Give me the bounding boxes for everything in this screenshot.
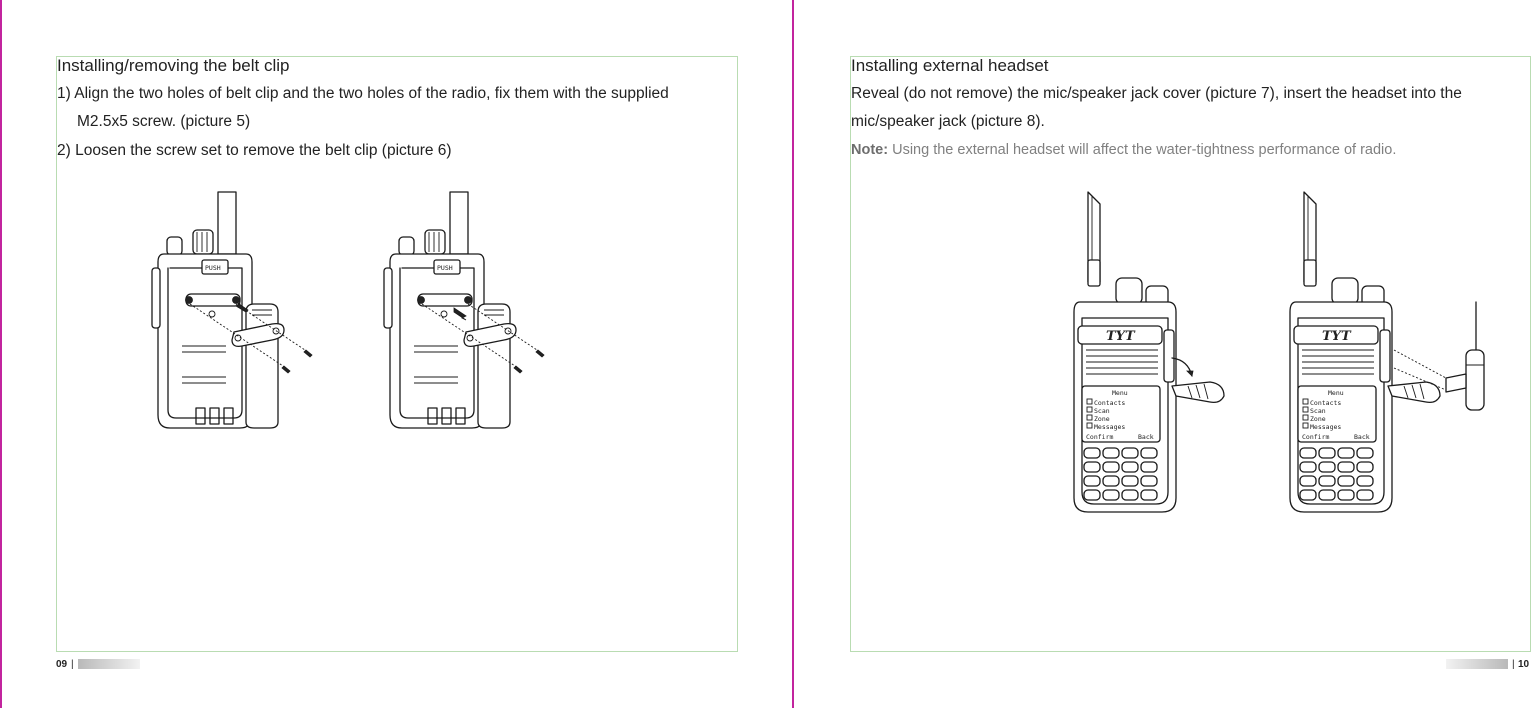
headset-para-line1: Reveal (do not remove) the mic/speaker j… bbox=[851, 85, 1462, 102]
center-page-edge bbox=[792, 0, 794, 708]
headset-heading: Installing external headset bbox=[851, 56, 1049, 75]
belt-clip-step1-line1: 1) Align the two holes of belt clip and … bbox=[57, 85, 669, 102]
svg-text:Messages: Messages bbox=[1310, 423, 1341, 431]
radio-logo: TYT bbox=[1106, 329, 1136, 344]
picture-6-illustration: PUSH bbox=[383, 191, 545, 429]
headset-note: Note: Using the external headset will af… bbox=[851, 142, 1396, 158]
picture-8-illustration: TYT Menu Contacts Scan Zone Messages Con… bbox=[1289, 191, 1485, 513]
svg-text:Contacts: Contacts bbox=[1310, 399, 1341, 407]
svg-text:Scan: Scan bbox=[1310, 407, 1326, 415]
page-number-right-separator: | bbox=[1512, 659, 1515, 670]
radio-logo-2: TYT bbox=[1322, 329, 1352, 344]
svg-text:Contacts: Contacts bbox=[1094, 399, 1125, 407]
svg-text:Messages: Messages bbox=[1094, 423, 1125, 431]
belt-clip bbox=[231, 303, 285, 429]
svg-text:Zone: Zone bbox=[1094, 415, 1110, 423]
belt-clip-2 bbox=[463, 303, 517, 429]
svg-text:PUSH: PUSH bbox=[205, 264, 221, 272]
svg-text:Scan: Scan bbox=[1094, 407, 1110, 415]
screw-guides bbox=[189, 301, 313, 374]
page-number-left: 09 bbox=[56, 659, 68, 670]
note-label: Note: bbox=[851, 142, 889, 158]
picture-7-illustration: TYT Menu Contacts Scan Zone Messages Con… bbox=[1073, 191, 1225, 513]
left-page-edge bbox=[0, 0, 2, 708]
keypad bbox=[1083, 447, 1158, 501]
jack-cover-open-2 bbox=[1387, 381, 1441, 404]
page-number-left-separator: | bbox=[71, 659, 74, 670]
belt-clip-step1-line2: M2.5x5 screw. (picture 5) bbox=[77, 113, 251, 130]
svg-text:Zone: Zone bbox=[1310, 415, 1326, 423]
svg-text:Back: Back bbox=[1354, 433, 1370, 441]
screw-guides-2 bbox=[421, 303, 545, 374]
svg-text:Menu: Menu bbox=[1328, 389, 1344, 397]
svg-text:Confirm: Confirm bbox=[1302, 433, 1329, 441]
footer-bar-right bbox=[1446, 659, 1508, 669]
keypad-2 bbox=[1299, 447, 1374, 501]
svg-text:Menu: Menu bbox=[1112, 389, 1128, 397]
radio-front-body-2: TYT Menu Contacts Scan Zone Messages Con… bbox=[1289, 191, 1393, 513]
belt-clip-step2: 2) Loosen the screw set to remove the be… bbox=[57, 142, 452, 159]
picture-5-illustration: PUSH bbox=[151, 191, 313, 429]
svg-text:Back: Back bbox=[1138, 433, 1154, 441]
svg-text:PUSH: PUSH bbox=[437, 264, 453, 272]
radio-back-body-2: PUSH bbox=[383, 191, 485, 429]
footer-bar-left bbox=[78, 659, 140, 669]
page-number-right: 10 bbox=[1518, 659, 1530, 670]
belt-clip-heading: Installing/removing the belt clip bbox=[57, 56, 290, 75]
radio-back-body: PUSH bbox=[151, 191, 253, 429]
headset-connector bbox=[1393, 301, 1485, 411]
headset-para-line2: mic/speaker jack (picture 8). bbox=[851, 113, 1045, 130]
radio-front-body: TYT Menu Contacts Scan Zone Messages Con… bbox=[1073, 191, 1177, 513]
svg-text:Confirm: Confirm bbox=[1086, 433, 1113, 441]
jack-cover-open bbox=[1171, 357, 1225, 404]
note-text: Using the external headset will affect t… bbox=[888, 142, 1397, 158]
left-content-frame bbox=[56, 56, 738, 652]
